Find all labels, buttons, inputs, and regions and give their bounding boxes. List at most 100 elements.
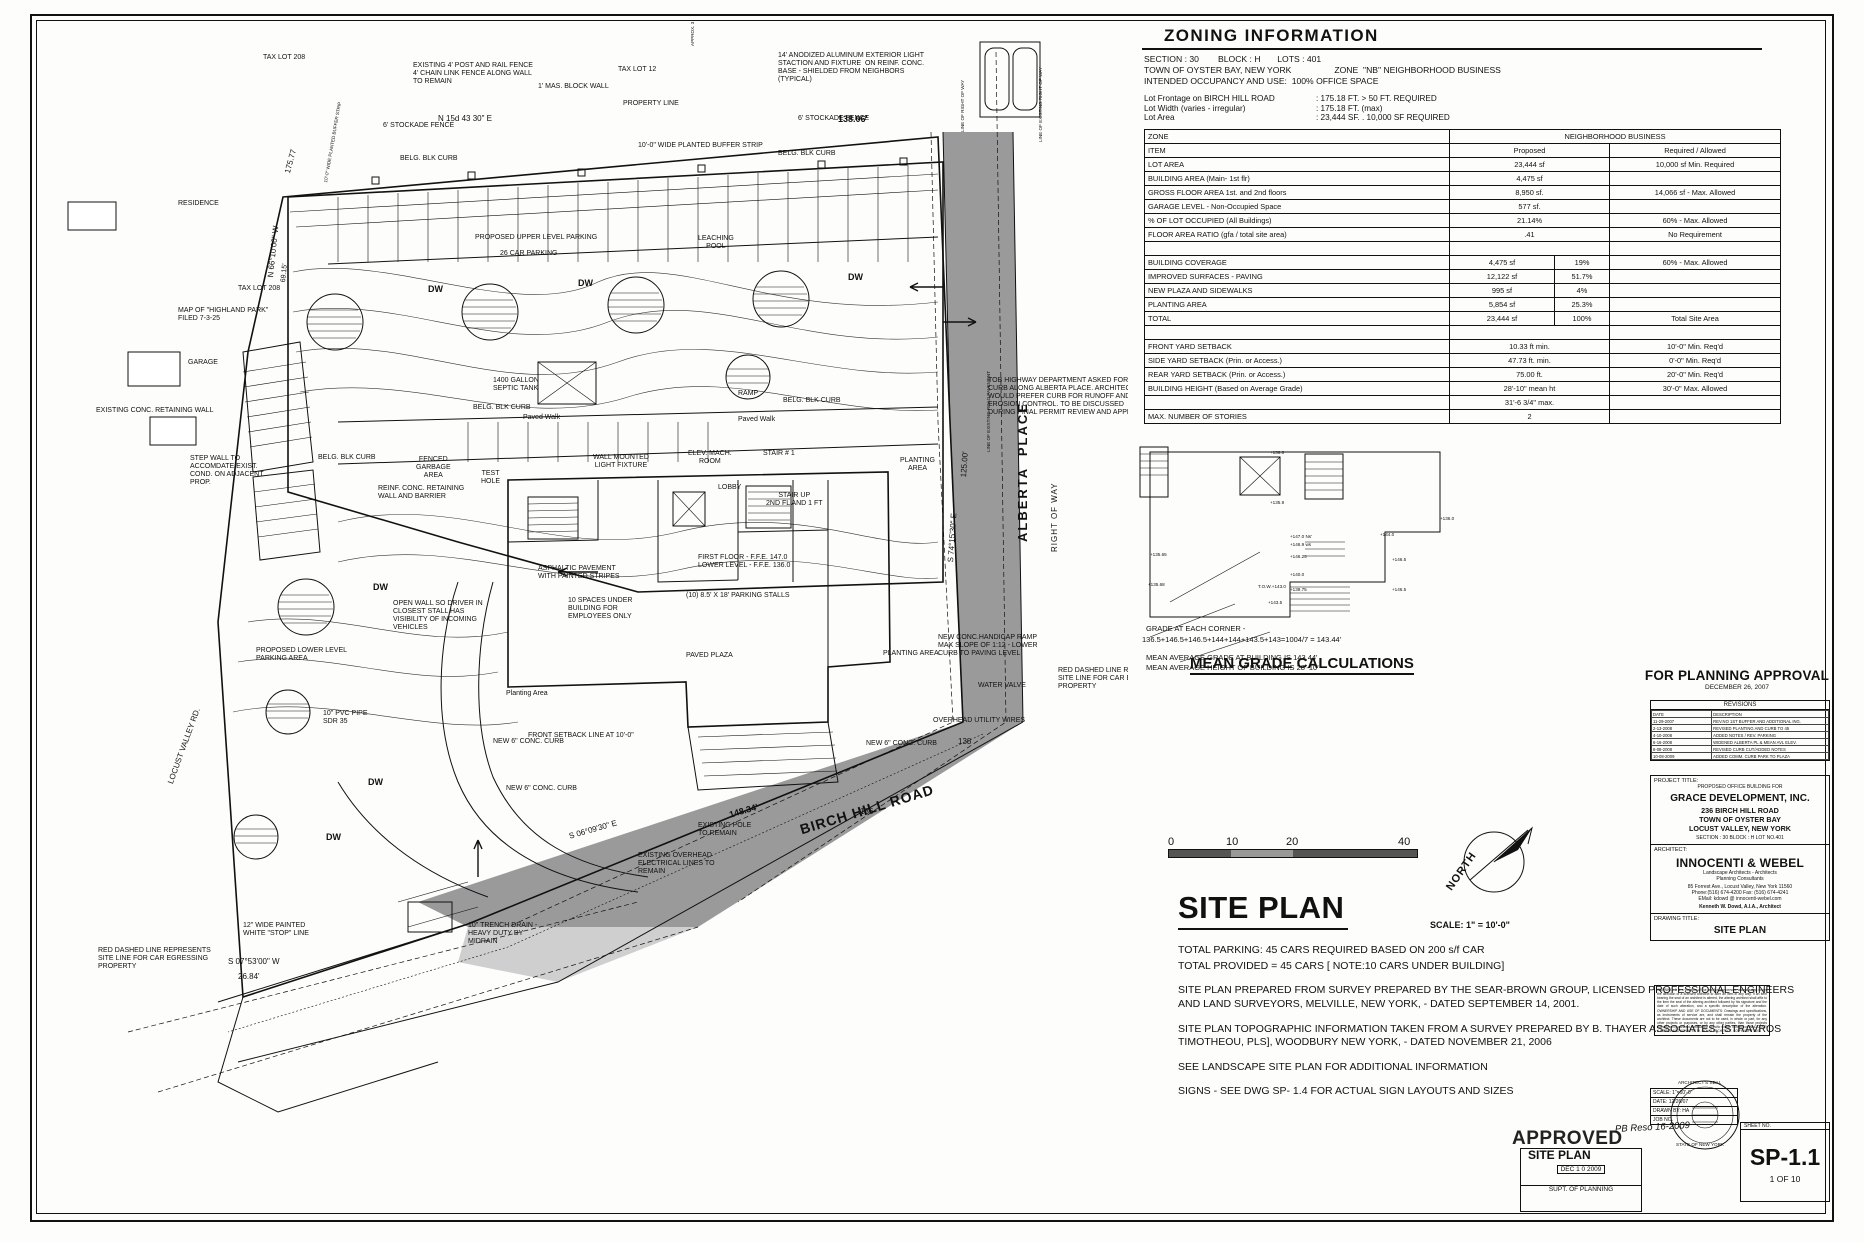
label-tob-note: TOB HIGHWAY DEPARTMENT ASKED FOR NO CURB… bbox=[988, 377, 1128, 417]
label-fenced-garbage: FENCED GARBAGE AREA bbox=[416, 456, 451, 480]
zoning-row-item: BUILDING HEIGHT (Based on Average Grade) bbox=[1144, 381, 1450, 396]
revision-desc: REVISED PLANTING AND CURB TO 45 bbox=[1711, 724, 1829, 732]
zoning-row-required bbox=[1608, 171, 1782, 186]
sheet-number-block: SHEET NO. SP-1.1 1 OF 10 bbox=[1740, 1122, 1830, 1202]
zoning-table-row: % OF LOT OCCUPIED (All Buildings)21.14%6… bbox=[1144, 213, 1782, 228]
north-arrow: NORTH bbox=[1432, 820, 1542, 900]
architect-principal: Kenneth W. Dowd, A.I.A., Architect bbox=[1699, 904, 1781, 910]
sheet-border-outer bbox=[30, 14, 1834, 1222]
drawing-title-label: DRAWING TITLE: bbox=[1651, 913, 1829, 922]
label-stair-up: STAIR UP 2ND FL AND 1 FT bbox=[766, 492, 823, 508]
label-overhead-wires: OVERHEAD UTILITY WIRES bbox=[933, 717, 1026, 724]
label-new-conc-curb-3: NEW 6" CONC. CURB bbox=[506, 785, 577, 792]
dim-136: 136 bbox=[860, 807, 874, 816]
zoning-row-required bbox=[1608, 325, 1782, 340]
scale-bar: 0 10 20 40 bbox=[1168, 836, 1418, 858]
label-test-hole: TEST HOLE bbox=[481, 470, 501, 486]
mean-grade-line2: 136.5+146.5+146.5+144+144+143.5+143=1004… bbox=[1142, 635, 1342, 644]
zoning-row-proposed bbox=[1449, 325, 1610, 340]
mean-grade-line4: MEAN AVERAGE HEIGHT OF BUILDING IS 28'-1… bbox=[1146, 663, 1319, 672]
sheet-job-no: JOB NO. bbox=[1650, 1115, 1738, 1125]
note-survey-source: SITE PLAN PREPARED FROM SURVEY PREPARED … bbox=[1178, 984, 1795, 1010]
zoning-row-item bbox=[1144, 325, 1450, 340]
revision-date: 2-13-2008 bbox=[1650, 724, 1713, 732]
label-new-conc-curb-2: NEW 6" CONC. CURB bbox=[866, 740, 937, 747]
label-belg-curb-2: BELG. BLK CURB bbox=[778, 150, 836, 157]
label-garage: GARAGE bbox=[188, 359, 218, 366]
zoning-col-required: Required / Allowed bbox=[1608, 143, 1782, 158]
sheet-border-inner bbox=[36, 20, 1826, 1214]
label-leaching-pool: LEACHING POOL bbox=[698, 235, 734, 251]
zoning-row-required: 0'-0" Min. Req'd bbox=[1608, 353, 1782, 368]
zoning-row-item: LOT AREA bbox=[1144, 157, 1450, 172]
zoning-row-proposed: 23,444 sf bbox=[1449, 157, 1610, 172]
scale-bar-ticks: 0 10 20 40 bbox=[1168, 836, 1418, 849]
architect-phone: Phone:(516) 674-4200 Fax: (516) 674-4241 bbox=[1691, 890, 1789, 896]
label-existing-overhead: EXISTING OVERHEAD ELECTRICAL LINES TO RE… bbox=[638, 852, 715, 876]
zoning-row-required: 14,066 sf - Max. Allowed bbox=[1608, 185, 1782, 200]
zoning-lot-key: Lot Frontage on BIRCH HILL ROAD bbox=[1144, 94, 1275, 103]
label-belg-curb-5: BELG. BLK CURB bbox=[318, 454, 376, 461]
revision-desc: REVISED CURB CUT/ADDED NOTES bbox=[1711, 745, 1829, 753]
zoning-row-item: REAR YARD SETBACK (Prin. or Access.) bbox=[1144, 367, 1450, 382]
scale-tick-40: 40 bbox=[1398, 836, 1411, 848]
revisions-col-date: DATE bbox=[1650, 710, 1713, 718]
label-septic-tank: 1400 GALLON SEPTIC TANK bbox=[493, 377, 539, 393]
stamp-supt: SUPT. OF PLANNING bbox=[1521, 1185, 1641, 1193]
label-ramp: RAMP bbox=[738, 390, 759, 397]
zoning-row-proposed: 5,854 sf bbox=[1449, 297, 1555, 312]
zoning-row-proposed: 47.73 ft. min. bbox=[1449, 353, 1610, 368]
dim-138-06: 138.06' bbox=[838, 114, 868, 124]
planning-approval-block: FOR PLANNING APPROVAL DECEMBER 26, 2007 bbox=[1642, 668, 1832, 691]
zoning-row-item: PLANTING AREA bbox=[1144, 297, 1450, 312]
zoning-table-row: REAR YARD SETBACK (Prin. or Access.)75.0… bbox=[1144, 367, 1782, 382]
zoning-lot-key: Lot Width (varies - irregular) bbox=[1144, 103, 1246, 113]
zoning-row-item: FLOOR AREA RATIO (gfa / total site area) bbox=[1144, 227, 1450, 242]
zoning-line-occupancy: INTENDED OCCUPANCY AND USE: 100% OFFICE … bbox=[1144, 76, 1379, 86]
label-dw-2: DW bbox=[578, 278, 593, 288]
zoning-row-item: BUILDING AREA (Main- 1st flr) bbox=[1144, 171, 1450, 186]
note-total-parking: TOTAL PARKING: 45 CARS REQUIRED BASED ON… bbox=[1178, 944, 1485, 956]
label-stop-line: 12" WIDE PAINTED WHITE "STOP" LINE bbox=[243, 922, 309, 938]
approved-stamp-subtext: SITE PLAN bbox=[1528, 1148, 1591, 1162]
label-dw-5: DW bbox=[368, 777, 383, 787]
label-existing-fence: EXISTING 4' POST AND RAIL FENCE 4' CHAIN… bbox=[413, 62, 533, 86]
label-stockade-fence-2: 6' STOCKADE FENCE bbox=[798, 115, 870, 122]
label-dw-1: DW bbox=[428, 284, 443, 294]
sheet-drawn-by: DRAWN BY: HA bbox=[1650, 1106, 1738, 1115]
revision-desc: REV.NO 1ST BUFFER AND ADDITIONAL ING. bbox=[1711, 717, 1829, 725]
label-red-dash-note-1: RED DASHED LINE REPRESENTS SITE LINE FOR… bbox=[1058, 667, 1128, 691]
sheet-of: 1 OF 10 bbox=[1769, 1174, 1801, 1184]
label-existing-conc-wall: EXISTING CONC. RETAINING WALL bbox=[96, 407, 214, 414]
site-plan-drawing: TAX LOT 208 TAX LOT 12 TAX LOT 208 MAP O… bbox=[38, 22, 1128, 1208]
label-first-floor-elev: FIRST FLOOR - F.F.E. 147.0 LOWER LEVEL -… bbox=[698, 554, 791, 570]
zoning-row-item: SIDE YARD SETBACK (Prin. or Access.) bbox=[1144, 353, 1450, 368]
sheet-date-label: DATE: 12/26/07 bbox=[1650, 1097, 1738, 1106]
label-spaces-under: 10 SPACES UNDER BUILDING FOR EMPLOYEES O… bbox=[568, 597, 633, 621]
zoning-row-item: FRONT YARD SETBACK bbox=[1144, 339, 1450, 354]
warning-text: WARNING: It is a violation of the law fo… bbox=[1654, 985, 1770, 1037]
zoning-row-required: 60% - Max. Allowed bbox=[1608, 255, 1782, 270]
revision-date: 10-08-2009 bbox=[1650, 752, 1713, 760]
zoning-lot-row: Lot Area: 23,444 SF. . 10,000 SF REQUIRE… bbox=[1144, 113, 1828, 122]
zoning-title: ZONING INFORMATION bbox=[1164, 26, 1379, 45]
label-stair-1: STAIR # 1 bbox=[763, 450, 795, 457]
label-car-parking: 26 CAR PARKING bbox=[500, 250, 558, 257]
zoning-row-item: GROSS FLOOR AREA 1st. and 2nd floors bbox=[1144, 185, 1450, 200]
approved-stamp-text: APPROVED bbox=[1512, 1128, 1623, 1149]
label-dw-4: DW bbox=[373, 582, 388, 592]
dim-bearing-n15: N 15d 43 30" E bbox=[438, 114, 492, 123]
zoning-row-required bbox=[1608, 283, 1782, 298]
zoning-row-proposed: 21.14% bbox=[1449, 213, 1610, 228]
zoning-row-item: BUILDING COVERAGE bbox=[1144, 255, 1450, 270]
label-map-highland: MAP OF "HIGHLAND PARK" FILED 7-3-25 bbox=[178, 307, 269, 323]
